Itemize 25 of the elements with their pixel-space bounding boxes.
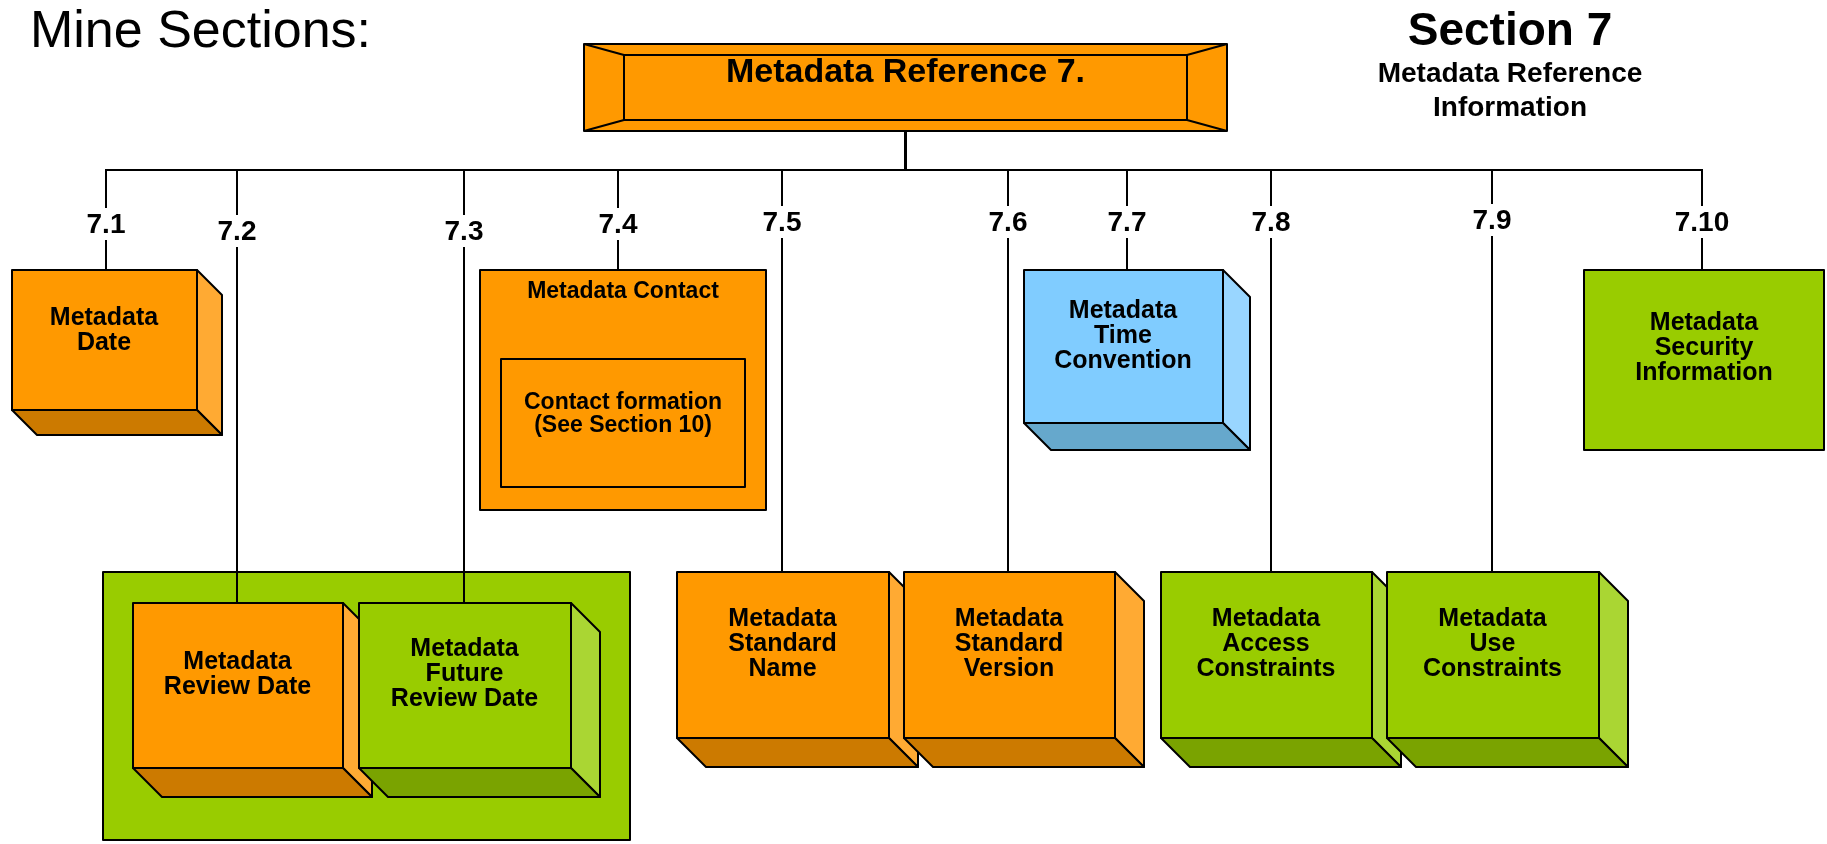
section-number: 7.4: [596, 208, 640, 240]
section-number: 7.7: [1105, 206, 1149, 238]
box-label: Metadata Contact: [527, 278, 719, 304]
section-number: 7.9: [1470, 204, 1514, 236]
section-number: 7.1: [84, 208, 128, 240]
box-label: Metadata Reference 7.: [725, 53, 1085, 87]
box-label: Metadata Access Constraints: [1195, 604, 1337, 680]
section-title: Section 7: [1406, 2, 1614, 56]
box-label: Metadata Security Information: [1634, 309, 1774, 384]
section-subtitle: Metadata Reference Information: [1376, 56, 1644, 124]
box-label: Metadata Use Constraints: [1422, 604, 1563, 680]
section-number: 7.6: [986, 206, 1030, 238]
section-number: 7.3: [442, 215, 486, 247]
section-number: 7.10: [1672, 206, 1732, 238]
section-number: 7.5: [760, 206, 804, 238]
box-label: Metadata Date: [48, 304, 160, 354]
box-label: Metadata Review Date: [162, 647, 313, 698]
section-number: 7.2: [215, 215, 259, 247]
box-label: Contact formation (See Section 10): [522, 390, 724, 436]
section-number: 7.8: [1249, 206, 1293, 238]
box-label: Metadata Future Review Date: [389, 635, 540, 710]
page-heading: Mine Sections:: [30, 0, 373, 58]
box-label: Metadata Standard Name: [727, 604, 838, 680]
box-label: Metadata Time Convention: [1053, 297, 1193, 372]
box-label: Metadata Standard Version: [953, 604, 1065, 680]
